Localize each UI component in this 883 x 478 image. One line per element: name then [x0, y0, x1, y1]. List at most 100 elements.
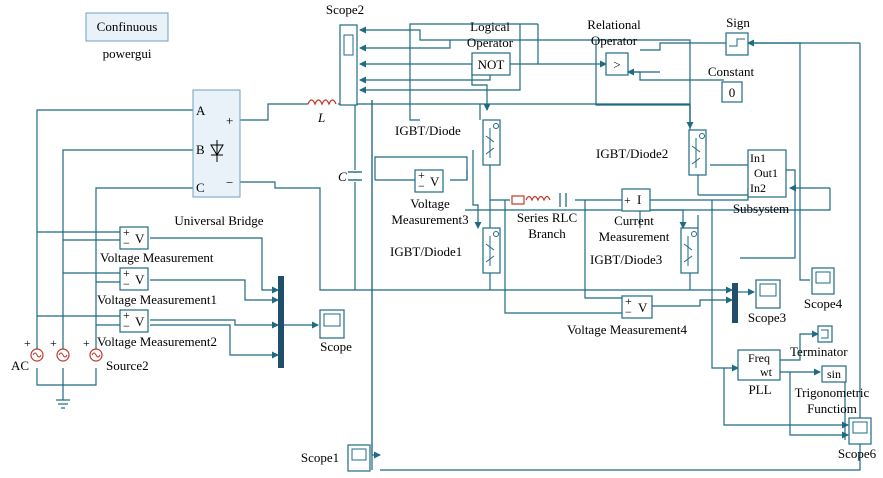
bridge-minus: − [226, 175, 233, 190]
bridge-port-a: A [196, 103, 206, 118]
voltage-measurement3-block[interactable]: + − V Voltage Measurement3 [391, 168, 468, 227]
scope6-block[interactable]: Scope6 [838, 417, 877, 461]
vm3-sym: V [430, 174, 440, 189]
igbt-diode-label: IGBT/Diode [395, 123, 461, 138]
vm2-plus: + [123, 308, 130, 322]
scope-icon [343, 34, 354, 56]
vm2-minus: − [123, 319, 130, 333]
universal-bridge-block[interactable]: A B C + − Universal Bridge [174, 89, 264, 228]
vm3-label1: Voltage [410, 196, 450, 211]
wires [36, 23, 861, 471]
mux-right[interactable] [732, 283, 738, 323]
cm-label2: Measurement [599, 229, 670, 244]
logical-operator-title1: Logical [470, 19, 510, 34]
scope3-label: Scope3 [748, 310, 786, 325]
subsystem-in1: In1 [750, 151, 766, 165]
igbt-diode1-block[interactable]: IGBT/Diode1 [390, 227, 501, 274]
rlc-label1: Series RLC [517, 210, 577, 225]
igbt-icon [691, 133, 705, 168]
vm3-plus: + [418, 168, 425, 182]
sign-icon [729, 38, 745, 47]
ac-sources[interactable]: + + + AC Source2 [11, 336, 149, 373]
pll-block[interactable]: Freq wt PLL [737, 349, 781, 397]
igbt-diode1-label: IGBT/Diode1 [390, 244, 462, 259]
vm2-label: Voltage Measurement2 [97, 334, 217, 349]
ac-plus3: + [83, 336, 90, 350]
constant-value: 0 [729, 85, 736, 100]
trig-function-block[interactable]: sin Trigonometric Functiom [795, 365, 870, 416]
terminator-block[interactable]: Terminator [790, 325, 848, 359]
scope2-label: Scope2 [326, 2, 364, 17]
powergui-label: powergui [103, 46, 152, 61]
vm4-label: Voltage Measurement4 [567, 322, 687, 337]
powergui-block[interactable]: Confinuous powergui [85, 12, 169, 61]
logical-operator-op: NOT [478, 57, 505, 72]
scope-icon [351, 448, 367, 461]
terminator-icon [821, 329, 829, 339]
cm-label1: Current [614, 213, 654, 228]
vm-plus: + [123, 225, 130, 239]
inductor-label: L [317, 110, 325, 125]
logical-operator-block[interactable]: Logical Operator NOT [467, 19, 514, 76]
vm1-label: Voltage Measurement1 [97, 292, 217, 307]
diode-icon [210, 140, 224, 162]
relational-operator-title2: Operator [591, 33, 638, 48]
terminator-label: Terminator [790, 344, 848, 359]
voltage-measurement2-block[interactable]: + − V Voltage Measurement2 [97, 308, 217, 349]
trig-label1: Trigonometric [795, 385, 870, 400]
pll-label: PLL [748, 382, 771, 397]
voltage-measurement4-block[interactable]: + − V Voltage Measurement4 [567, 294, 687, 337]
ac-label: AC [11, 358, 29, 373]
subsystem-block[interactable]: In1 Out1 In2 Subsystem [733, 149, 789, 216]
scope1-label: Scope1 [301, 450, 339, 465]
inductor-block[interactable]: L [307, 99, 337, 125]
vm1-minus: − [123, 277, 130, 291]
subsystem-label: Subsystem [733, 201, 789, 216]
scope-icon [323, 313, 341, 327]
constant-label: Constant [708, 64, 755, 79]
scope4-block[interactable]: Scope4 [804, 267, 843, 311]
relational-operator-title1: Relational [587, 17, 641, 32]
sign-label: Sign [726, 15, 750, 30]
cm-plus: + [624, 193, 631, 207]
igbt-icon [485, 231, 499, 266]
bridge-plus: + [226, 113, 233, 128]
scope3-block[interactable]: Scope3 [748, 279, 786, 325]
bridge-port-c: C [196, 180, 205, 195]
bridge-port-b: B [196, 142, 205, 157]
vm4-minus: − [625, 305, 632, 319]
scope6-label: Scope6 [838, 446, 877, 461]
subsystem-out1: Out1 [754, 166, 778, 180]
constant-block[interactable]: Constant 0 [708, 64, 755, 103]
scope-icon [815, 271, 831, 284]
igbt-diode2-block[interactable]: IGBT/Diode2 [596, 129, 707, 176]
current-measurement-block[interactable]: + I Current Measurement [599, 188, 670, 244]
capacitor-block[interactable]: C [338, 169, 362, 184]
mux-left[interactable] [278, 276, 284, 368]
voltage-measurement-block[interactable]: + − V Voltage Measurement [100, 225, 214, 265]
igbt-icon [683, 231, 697, 266]
vm1-sym: V [135, 272, 145, 287]
vm3-minus: − [418, 179, 425, 193]
igbt-diode-block[interactable]: IGBT/Diode [395, 119, 501, 166]
vm-minus: − [123, 236, 130, 250]
ac-plus1: + [24, 336, 31, 350]
relational-operator-op: > [613, 57, 620, 72]
vm1-plus: + [123, 266, 130, 280]
vm4-plus: + [625, 294, 632, 308]
rlc-label2: Branch [528, 226, 566, 241]
scope1-block[interactable]: Scope1 [301, 444, 371, 472]
vm4-sym: V [638, 300, 648, 315]
powergui-mode: Confinuous [97, 19, 158, 34]
relational-operator-block[interactable]: Relational Operator > [587, 17, 641, 76]
capacitor-label: C [338, 169, 347, 184]
scope-block[interactable]: Scope [319, 309, 352, 354]
series-rlc-block[interactable]: Series RLC Branch [511, 193, 577, 241]
pll-wt: wt [760, 365, 773, 379]
scope-icon [759, 283, 777, 297]
scope2-block[interactable]: Scope2 [326, 2, 364, 106]
voltage-measurement1-block[interactable]: + − V Voltage Measurement1 [97, 266, 217, 307]
sign-block[interactable]: Sign [725, 15, 750, 56]
igbt-diode3-block[interactable]: IGBT/Diode3 [590, 227, 699, 274]
